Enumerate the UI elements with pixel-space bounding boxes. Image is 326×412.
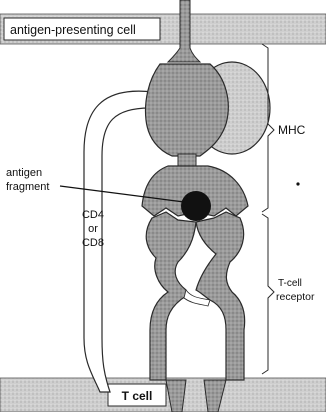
antigen-label-line1: antigen bbox=[6, 167, 42, 179]
cd8-label: CD8 bbox=[82, 237, 104, 249]
mhc-label: MHC bbox=[278, 123, 306, 137]
antigen-fragment bbox=[181, 191, 211, 221]
mhc-neck bbox=[178, 154, 196, 166]
antigen-label-line2: fragment bbox=[6, 181, 49, 193]
tcr-beta-chain bbox=[196, 212, 245, 380]
or-label: or bbox=[88, 223, 98, 235]
apc-label: antigen-presenting cell bbox=[10, 23, 136, 37]
stray-dot bbox=[296, 182, 299, 185]
mhc-alpha3-domain bbox=[146, 64, 229, 156]
tcell-label: T cell bbox=[122, 389, 153, 403]
tcr-bracket bbox=[262, 214, 274, 374]
tcell-membrane bbox=[0, 378, 326, 412]
tcr-label-line2: receptor bbox=[276, 291, 315, 303]
tcr-label-line1: T-cell bbox=[278, 278, 302, 289]
cd4-label: CD4 bbox=[82, 209, 104, 221]
